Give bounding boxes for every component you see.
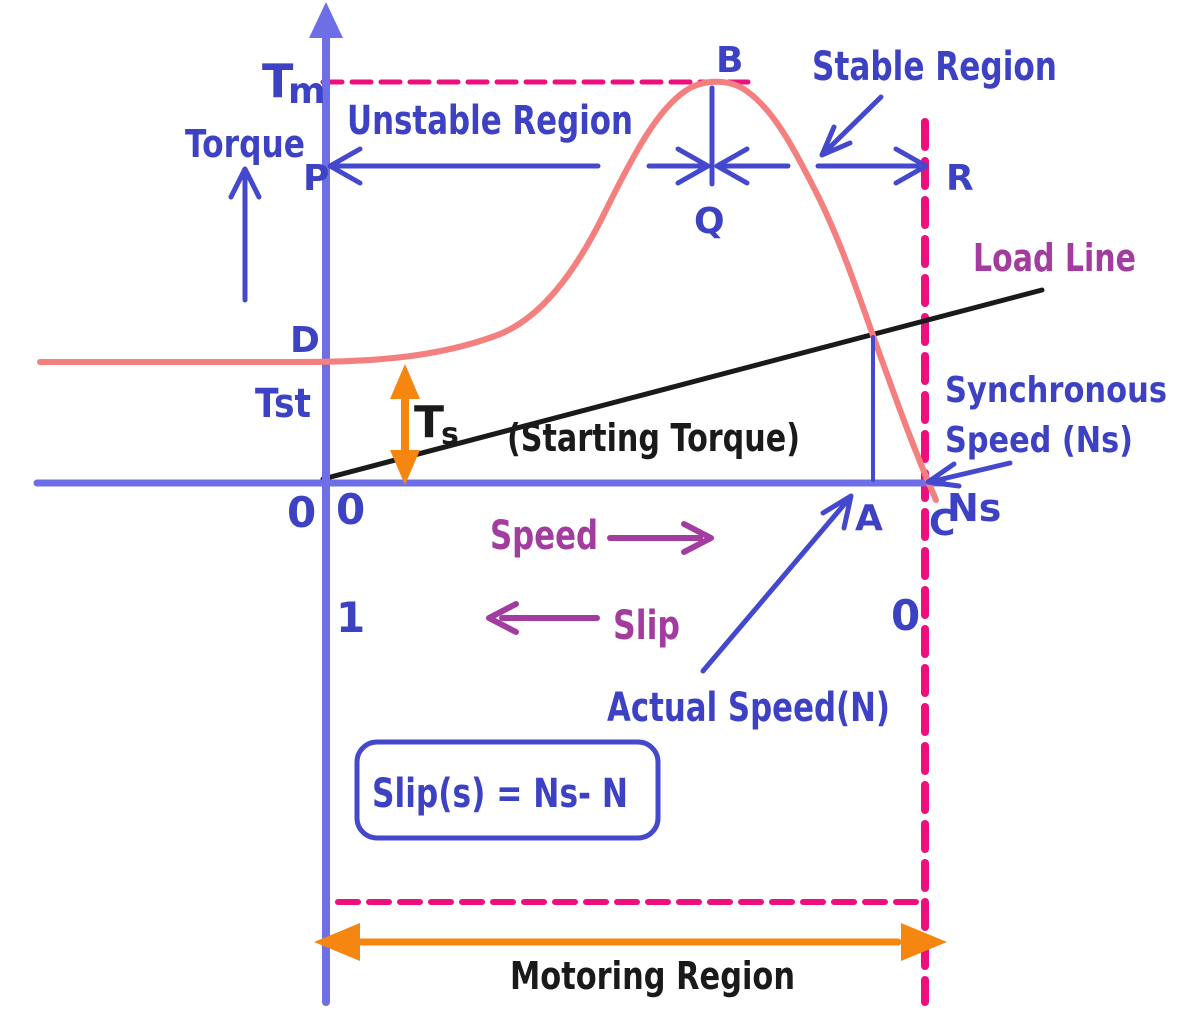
origin-zero-right-label: 0: [336, 485, 365, 534]
slip-axis-label: Slip: [613, 603, 680, 649]
point-a-label: A: [855, 498, 883, 539]
slip-one-label: 1: [336, 593, 365, 642]
actual-speed-label: Actual Speed(N): [607, 685, 890, 731]
point-p-label: P: [303, 158, 329, 199]
diagram-labels: T m Torque Unstable Region Stable Region…: [185, 40, 1167, 998]
motoring-arrowhead-left-icon: [314, 923, 360, 961]
point-d-label: D: [290, 320, 320, 361]
ts-label: T: [414, 397, 444, 448]
starting-torque-short-label: Tst: [255, 381, 311, 427]
orange-arrows: [314, 364, 947, 961]
torque-axis-arrowhead-icon: [309, 2, 343, 38]
synchronous-label-line2: Speed (Ns): [945, 420, 1133, 461]
arrowhead-left-q-icon: [714, 146, 750, 186]
arrowhead-right-q-icon: [675, 146, 711, 186]
starting-torque-arrowhead-down-icon: [390, 450, 420, 485]
load-line-label: Load Line: [973, 236, 1136, 280]
point-b-label: B: [716, 40, 743, 81]
motoring-arrowhead-right-icon: [901, 923, 947, 961]
origin-zero-left-label: 0: [287, 488, 316, 537]
speed-direction-arrowhead-icon: [681, 521, 714, 555]
speed-axis-label: Speed: [490, 513, 598, 559]
stable-pointer-arrowhead-icon: [819, 124, 853, 158]
point-c-label: C: [929, 503, 955, 544]
max-torque-label-sub: m: [288, 71, 326, 112]
starting-torque-arrowhead-up-icon: [390, 364, 420, 399]
sync-speed-arrowhead-icon: [925, 461, 962, 489]
actual-speed-arrowhead-icon: [820, 493, 854, 531]
arrowhead-left-p-icon: [327, 146, 363, 186]
slip-formula-box: [354, 739, 661, 841]
ts-label-sub: s: [441, 417, 459, 452]
load-line: [320, 287, 1045, 482]
max-torque-label: T: [262, 54, 294, 108]
unstable-region-label: Unstable Region: [347, 98, 633, 144]
stable-region-label: Stable Region: [812, 44, 1057, 90]
slip-formula-text: Slip(s) = Ns- N: [372, 771, 628, 817]
torque-up-arrowhead-icon: [228, 166, 262, 200]
stable-pointer-line: [824, 94, 884, 153]
slip-direction-arrowhead-icon: [486, 601, 519, 635]
ns-label: Ns: [947, 486, 1001, 530]
synchronous-label-line1: Synchronous: [945, 370, 1167, 411]
direction-arrows: [486, 521, 714, 635]
torque-axis-label: Torque: [185, 122, 305, 166]
motoring-region-label: Motoring Region: [510, 954, 795, 998]
point-q-label: Q: [694, 201, 725, 242]
arrowhead-right-r-icon: [893, 146, 929, 186]
slip-zero-label: 0: [891, 591, 920, 640]
sync-speed-pointer-line: [931, 460, 1013, 484]
region-arrows: [228, 85, 1013, 674]
starting-torque-caption: (Starting Torque): [507, 416, 800, 460]
point-r-label: R: [946, 158, 974, 199]
actual-speed-pointer-line: [700, 497, 851, 674]
